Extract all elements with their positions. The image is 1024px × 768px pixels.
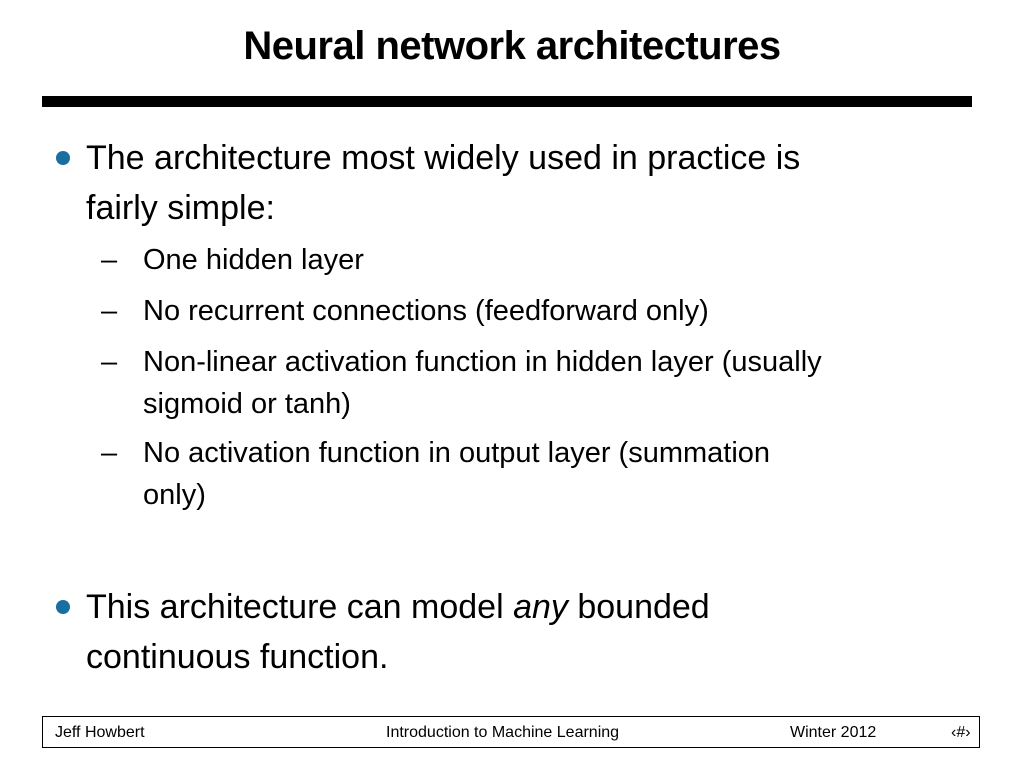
bullet-item: This architecture can model any bounded … [56, 582, 956, 682]
bullet-dot-icon [56, 151, 70, 165]
bullet-text-segment: This architecture can model [86, 588, 514, 626]
sub-bullet-item: – No activation function in output layer… [101, 432, 953, 516]
bullet-dot-icon [56, 600, 70, 614]
sub-bullet-text: No recurrent connections (feedforward on… [143, 295, 709, 327]
bullet-text-line: continuous function. [86, 638, 389, 676]
bullet-text-segment: bounded [567, 588, 710, 626]
bullet-text-line: This architecture can model any bounded [86, 582, 956, 632]
dash-icon: – [101, 244, 118, 276]
slide-title: Neural network architectures [243, 24, 781, 68]
dash-icon: – [101, 295, 118, 327]
footer-term: Winter 2012 [790, 724, 877, 741]
footer-page-number: ‹#› [951, 724, 971, 741]
sub-bullet-text: only) [143, 479, 206, 511]
slide-footer: Jeff Howbert Introduction to Machine Lea… [42, 716, 980, 748]
sub-bullet-text: No activation function in output layer (… [143, 437, 771, 469]
sub-bullet-item: – No recurrent connections (feedforward … [101, 290, 953, 332]
footer-author: Jeff Howbert [55, 724, 145, 741]
title-underline-rule [42, 96, 972, 107]
emphasis-text: any [513, 588, 568, 626]
sub-bullet-text: One hidden layer [143, 244, 364, 276]
bullet-item: The architecture most widely used in pra… [56, 133, 956, 233]
footer-course: Introduction to Machine Learning [386, 724, 620, 741]
bullet-text-line: The architecture most widely used in pra… [86, 139, 801, 177]
bullet-text-line: fairly simple: [86, 189, 275, 227]
sub-bullet-text: sigmoid or tanh) [143, 388, 351, 420]
sub-bullet-text: Non-linear activation function in hidden… [143, 346, 822, 378]
sub-bullet-item: – Non-linear activation function in hidd… [101, 341, 953, 425]
dash-icon: – [101, 346, 118, 378]
dash-icon: – [101, 437, 118, 469]
sub-bullet-item: – One hidden layer [101, 239, 953, 281]
